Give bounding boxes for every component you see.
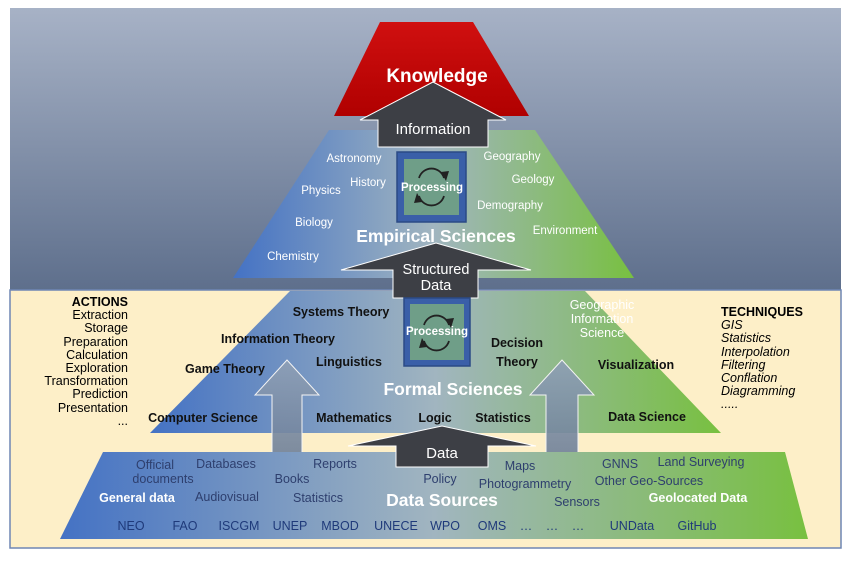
technique-item: Interpolation	[721, 344, 790, 359]
technique-item: Filtering	[721, 357, 766, 372]
org-ellipsis-3: …	[572, 519, 585, 533]
actions-list: ACTIONS Extraction Storage Preparation C…	[18, 295, 128, 428]
org-oms: OMS	[478, 519, 506, 533]
processing-box-empirical: Processing	[396, 151, 467, 223]
org-fao: FAO	[172, 519, 197, 533]
item-chemistry: Chemistry	[267, 251, 319, 263]
item-biology: Biology	[295, 217, 333, 229]
item-game-theory: Game Theory	[185, 362, 265, 376]
information-arrow	[359, 81, 507, 148]
source-photogrammetry: Photogrammetry	[479, 477, 572, 491]
item-logic: Logic	[418, 411, 451, 425]
source-statistics: Statistics	[293, 491, 343, 505]
technique-item: .....	[721, 397, 739, 412]
structured-data-arrow	[340, 242, 532, 299]
source-general-data: General data	[99, 491, 176, 505]
empirical-sciences-title: Empirical Sciences	[356, 226, 516, 246]
source-reports: Reports	[313, 457, 357, 471]
org-unece: UNECE	[374, 519, 418, 533]
item-demography: Demography	[477, 200, 543, 212]
technique-item: Diagramming	[721, 384, 796, 399]
knowledge-tier	[334, 22, 529, 116]
action-item: Transformation	[44, 374, 128, 389]
org-ellipsis-2: …	[546, 519, 559, 533]
org-wpo: WPO	[430, 519, 460, 533]
technique-item: GIS	[721, 318, 743, 333]
item-environment: Environment	[533, 225, 598, 237]
structured-label-line1: Structured	[403, 262, 470, 278]
processing-label-formal: Processing	[406, 326, 468, 338]
source-books: Books	[275, 472, 310, 486]
information-label: Information	[395, 121, 470, 138]
gis-line-3: Science	[580, 326, 625, 340]
techniques-header: TECHNIQUES	[721, 305, 803, 319]
source-geolocated-data: Geolocated Data	[649, 491, 749, 505]
item-geography: Geography	[484, 151, 541, 163]
action-item: Prediction	[72, 387, 128, 402]
org-undata: UNData	[610, 519, 655, 533]
gis-line-1: Geographic	[570, 298, 635, 312]
action-item: Presentation	[57, 400, 128, 415]
item-decision: Decision	[491, 336, 543, 350]
data-label: Data	[426, 445, 458, 462]
item-computer-science: Computer Science	[148, 411, 258, 425]
source-other-geo-sources: Other Geo-Sources	[595, 474, 703, 488]
knowledge-label: Knowledge	[386, 66, 487, 87]
item-geology: Geology	[512, 174, 555, 186]
processing-label-empirical: Processing	[401, 182, 463, 194]
action-item: Extraction	[72, 308, 128, 323]
item-data-science: Data Science	[608, 410, 686, 424]
source-official: Official	[136, 458, 174, 472]
source-maps: Maps	[505, 459, 536, 473]
source-gnns: GNNS	[602, 457, 638, 471]
data-arrow	[347, 425, 537, 468]
data-sources-tier	[60, 452, 808, 539]
source-land-surveying: Land Surveying	[658, 455, 745, 469]
item-decision-theory: Theory	[496, 355, 538, 369]
item-physics: Physics	[301, 185, 341, 197]
action-item: Exploration	[65, 361, 128, 376]
item-visualization: Visualization	[598, 358, 674, 372]
source-policy: Policy	[423, 472, 457, 486]
data-sources-title: Data Sources	[386, 490, 498, 510]
actions-header: ACTIONS	[71, 295, 128, 309]
org-mbod: MBOD	[321, 519, 359, 533]
item-linguistics: Linguistics	[316, 355, 382, 369]
org-ellipsis-1: …	[520, 519, 533, 533]
org-unep: UNEP	[273, 519, 308, 533]
up-arrow-left	[253, 359, 321, 459]
org-iscgm: ISCGM	[219, 519, 260, 533]
technique-item: Statistics	[721, 331, 772, 346]
up-arrow-right	[528, 359, 596, 459]
item-mathematics: Mathematics	[316, 411, 392, 425]
action-item: ...	[117, 413, 128, 428]
gis-line-2: Information	[571, 312, 634, 326]
org-github: GitHub	[678, 519, 717, 533]
item-systems-theory: Systems Theory	[293, 305, 390, 319]
action-item: Preparation	[63, 334, 128, 349]
structured-label-line2: Data	[421, 278, 453, 294]
action-item: Storage	[84, 321, 128, 336]
action-item: Calculation	[66, 347, 128, 362]
item-information-theory: Information Theory	[221, 332, 335, 346]
processing-box-formal: Processing	[403, 297, 471, 367]
item-history: History	[350, 177, 386, 189]
formal-sciences-title: Formal Sciences	[383, 379, 522, 399]
source-databases: Databases	[196, 457, 256, 471]
item-astronomy: Astronomy	[327, 153, 382, 165]
source-sensors: Sensors	[554, 495, 600, 509]
item-statistics-formal: Statistics	[475, 411, 531, 425]
source-documents: documents	[132, 472, 193, 486]
technique-item: Conflation	[721, 371, 778, 386]
techniques-list: TECHNIQUES GIS Statistics Interpolation …	[721, 305, 841, 412]
org-neo: NEO	[117, 519, 144, 533]
source-audiovisual: Audiovisual	[195, 490, 259, 504]
